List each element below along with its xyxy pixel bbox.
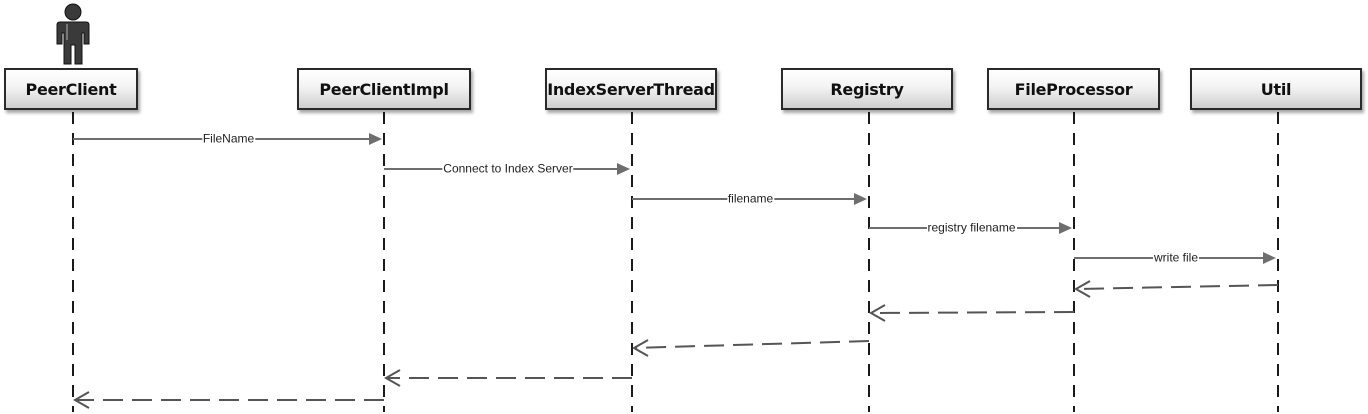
message-label-4: write file (1152, 250, 1200, 265)
lifeline-box-fileprocessor[interactable]: FileProcessor (987, 68, 1160, 110)
arrowhead-open (1073, 280, 1091, 298)
message-return-5 (1073, 280, 1279, 298)
lifeline-box-peerclientimpl[interactable]: PeerClientImpl (297, 68, 471, 110)
lifeline-label-indexserverthread: IndexServerThread (547, 79, 715, 99)
lifeline-label-peerclient: PeerClient (25, 79, 117, 99)
arrowhead-filled (369, 133, 382, 145)
lifeline-label-registry: Registry (830, 79, 904, 99)
message-label-2: filename (726, 191, 775, 206)
arrowhead-open (383, 369, 401, 387)
lifeline-box-indexserverthread[interactable]: IndexServerThread (545, 68, 717, 110)
arrowhead-open (631, 339, 649, 357)
arrowhead-filled (1263, 252, 1276, 264)
lifeline-label-util: Util (1260, 79, 1292, 99)
message-return-8 (383, 369, 632, 387)
arrowhead-open (868, 304, 886, 322)
lifeline-label-fileprocessor: FileProcessor (1014, 79, 1133, 99)
arrowhead-filled (854, 193, 867, 205)
lifeline-box-registry[interactable]: Registry (781, 68, 953, 110)
message-layer (72, 133, 1279, 409)
message-label-0: FileName (201, 131, 256, 146)
arrowhead-filled (617, 163, 630, 175)
message-return-6 (868, 304, 1075, 322)
lifeline-lines (72, 112, 1279, 412)
message-return-9 (72, 391, 384, 409)
message-return-7 (631, 339, 870, 357)
message-label-3: registry filename (926, 220, 1017, 235)
actor-layer (56, 3, 90, 65)
arrowhead-open (72, 391, 90, 409)
arrowhead-filled (1059, 222, 1072, 234)
actor-icon (56, 3, 90, 65)
message-label-1: Connect to Index Server (442, 161, 574, 176)
lifeline-label-peerclientimpl: PeerClientImpl (319, 79, 449, 99)
lifeline-box-util[interactable]: Util (1190, 68, 1362, 110)
lifeline-box-peerclient[interactable]: PeerClient (4, 68, 138, 110)
